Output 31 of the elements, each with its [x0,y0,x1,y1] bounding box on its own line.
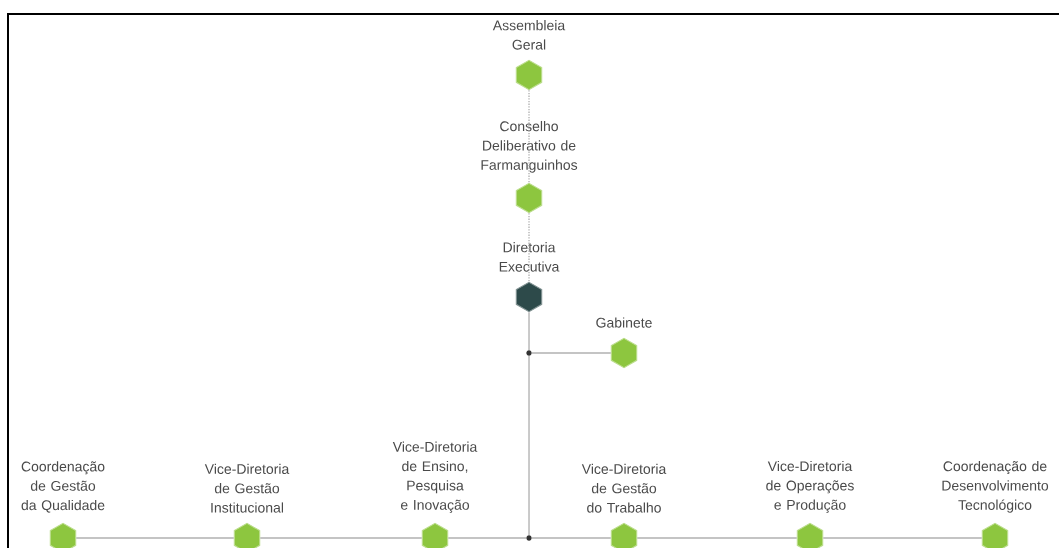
node-label: Coordenação de Gestão da Qualidade [21,461,105,513]
hexagon-node: Vice-Diretoria de Operações e Produção [766,460,854,548]
node-label: Coordenação de Desenvolvimento Tecnológico [942,460,1049,513]
node-label: Assembleia Geral [492,20,566,50]
node-label: Vice-Diretoria de Gestão do Trabalho [581,463,667,513]
connector-line [259,537,423,539]
connector-line [822,537,983,539]
hexagon-node: Vice-Diretoria de Ensino, Pesquisa e Inovação [392,441,478,548]
hexagon-node: Assembleia Geral [492,20,566,91]
hexagon-node: Diretoria Executiva [499,242,560,313]
node-label: Vice-Diretoria de Ensino, Pesquisa e Inovação [392,441,478,513]
node-label: Vice-Diretoria de Operações e Produção [766,460,854,513]
connector-line [75,537,235,539]
connector-line [528,89,530,184]
connector-line [528,311,530,351]
hexagon-node: Vice-Diretoria de Gestão Institucional [204,463,290,548]
connector-line [528,212,530,283]
hexagon-node: Conselho Deliberativo de Farmanguinhos [481,120,578,214]
node-label: Vice-Diretoria de Gestão Institucional [204,463,290,513]
node-label: Conselho Deliberativo de Farmanguinhos [481,120,578,173]
connector-line [447,537,527,539]
node-label: Diretoria Executiva [499,242,560,272]
node-label: Gabinete [596,317,652,328]
connector-line [531,537,612,539]
hexagon-node: Coordenação de Desenvolvimento Tecnológico [942,460,1049,548]
connector-line [528,355,530,536]
connector-line [531,352,612,354]
hexagon-node: Vice-Diretoria de Gestão do Trabalho [581,463,667,548]
hexagon-node: Coordenação de Gestão da Qualidade [21,461,105,548]
connector-line [636,537,798,539]
hexagon-node: Gabinete [596,317,652,369]
